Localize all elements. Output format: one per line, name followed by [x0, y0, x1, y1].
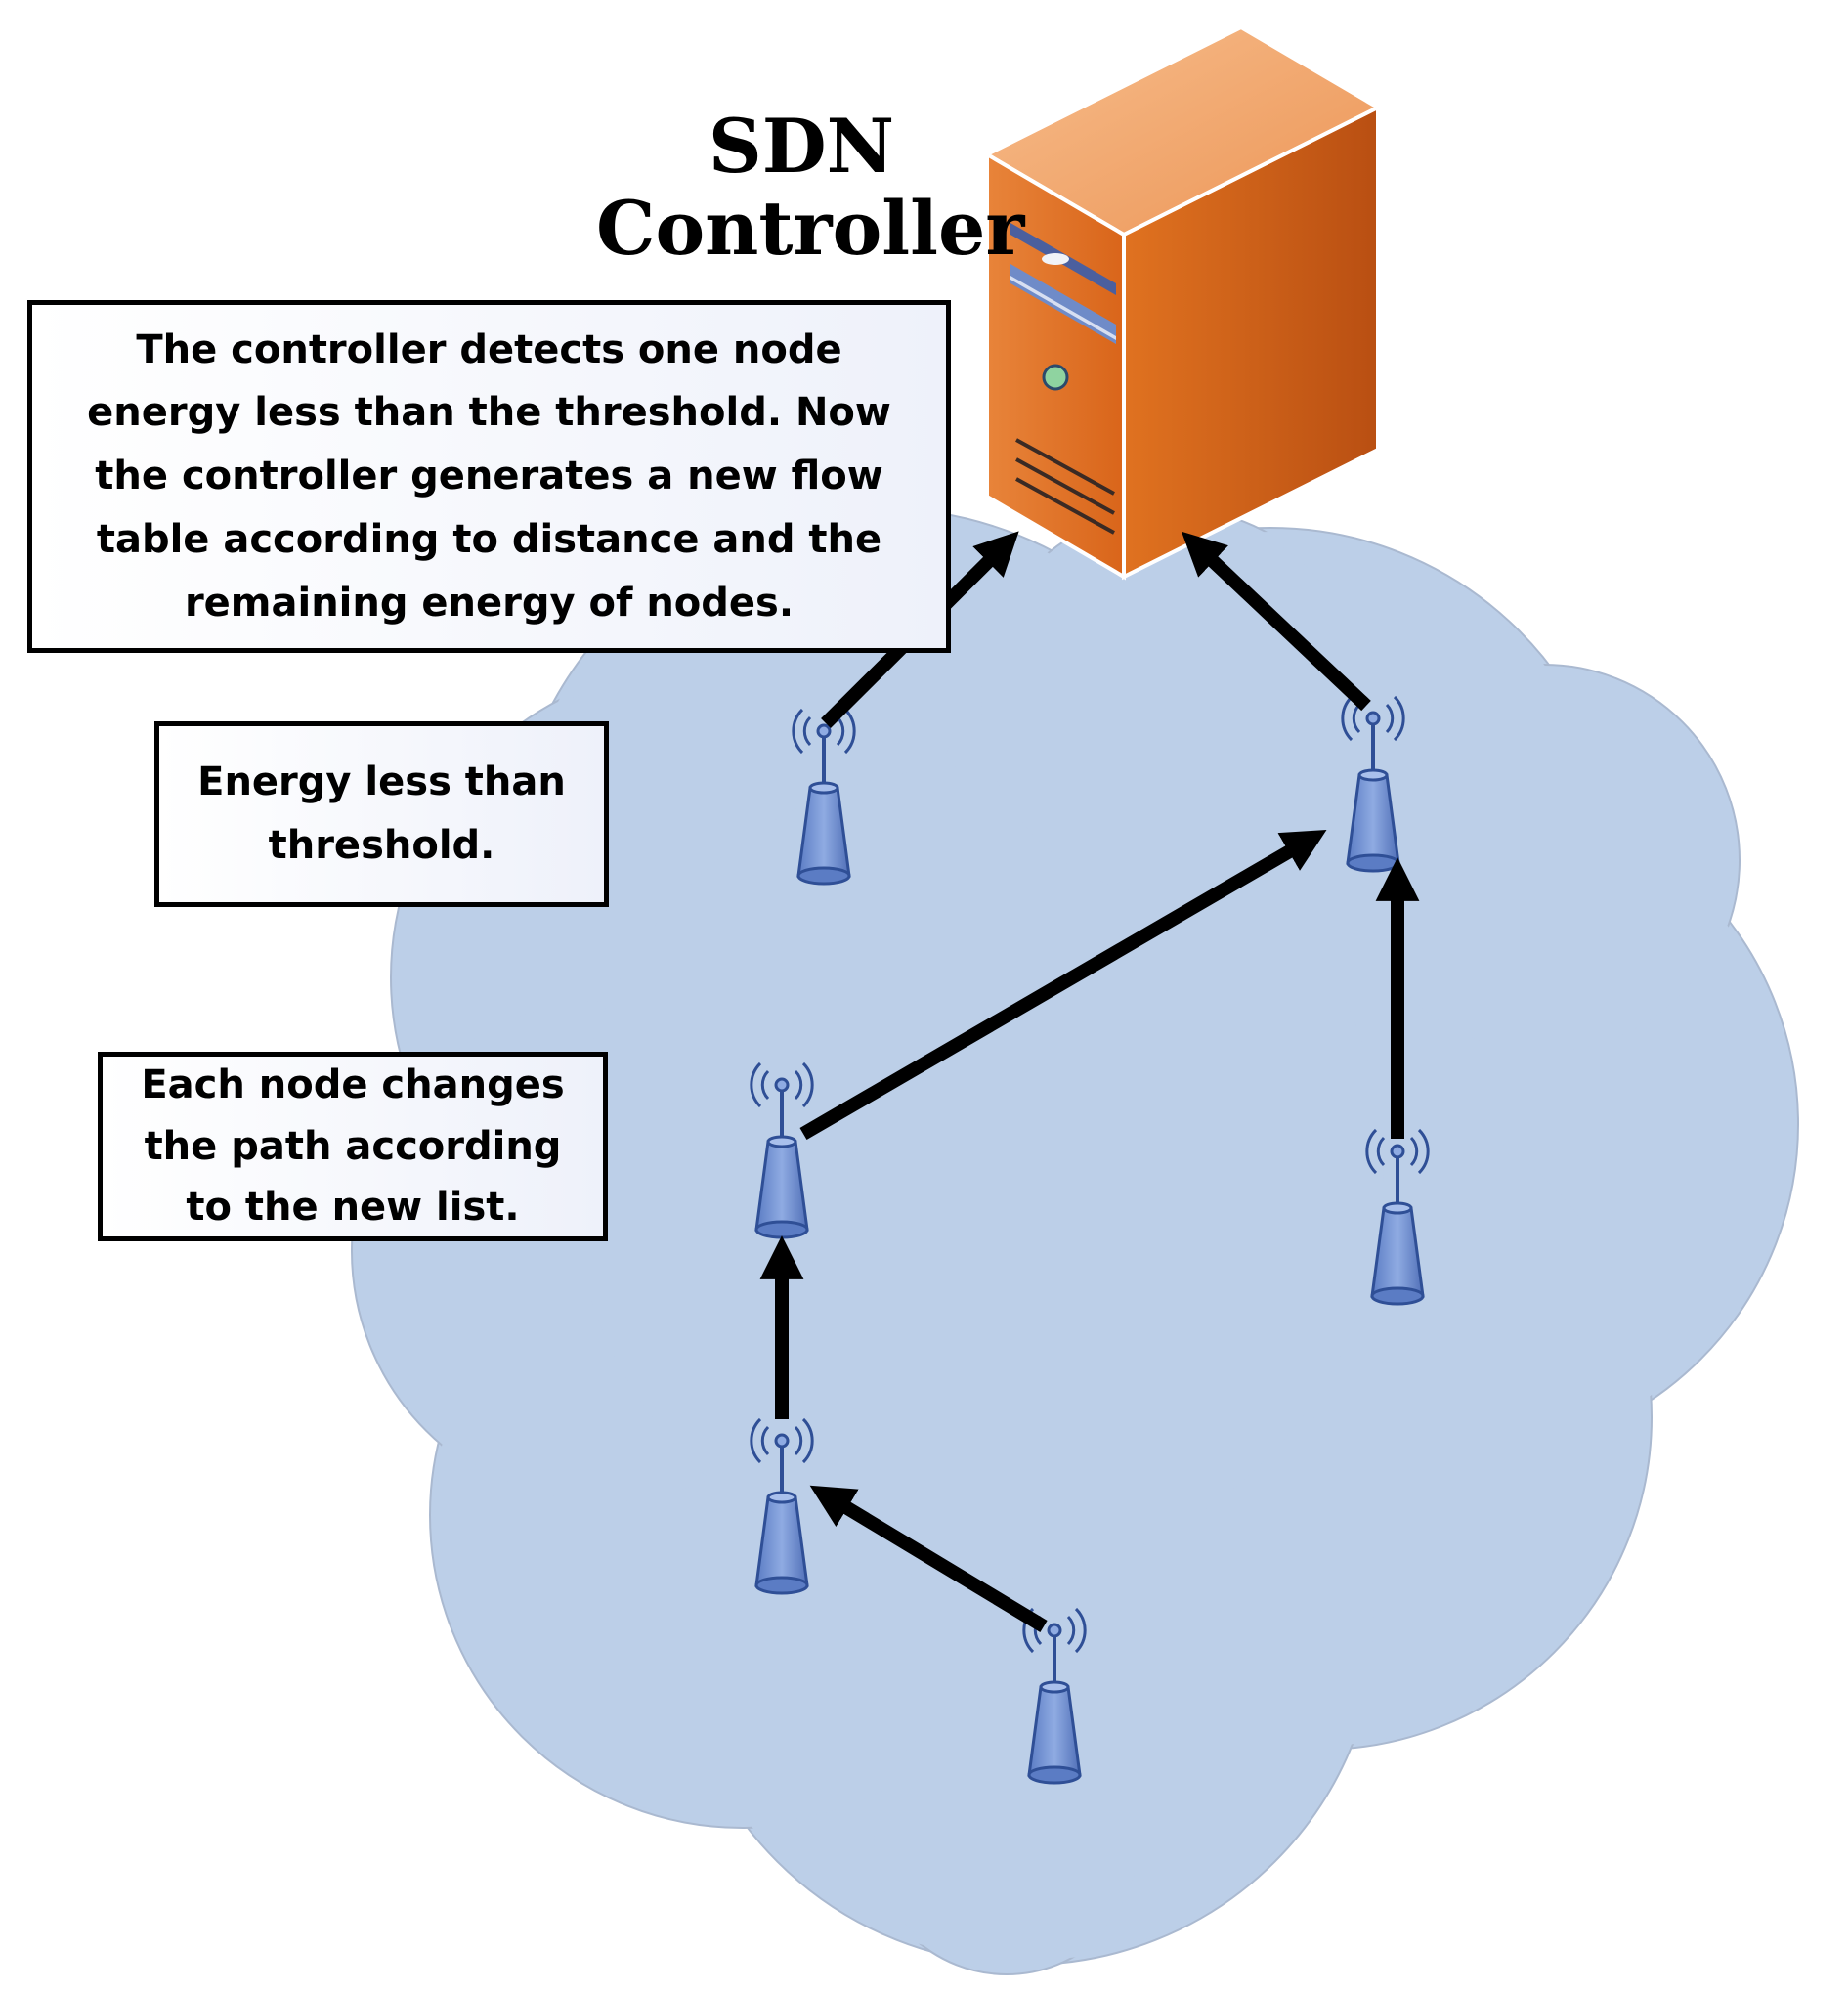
- controller-title: SDN Controller: [596, 103, 1025, 272]
- arrow-bottom-to-lower-left: [809, 1485, 1048, 1632]
- server-tower-icon: [982, 24, 1383, 581]
- callout-flow-table: The controller detects one node energy l…: [27, 300, 951, 653]
- callout-low-energy: Energy less than threshold.: [154, 721, 609, 907]
- callout-path-change: Each node changes the path according to …: [98, 1052, 608, 1241]
- arrow-middle-left-to-relay: [799, 830, 1327, 1141]
- arrow-relay-node-to-controller: [1181, 531, 1371, 712]
